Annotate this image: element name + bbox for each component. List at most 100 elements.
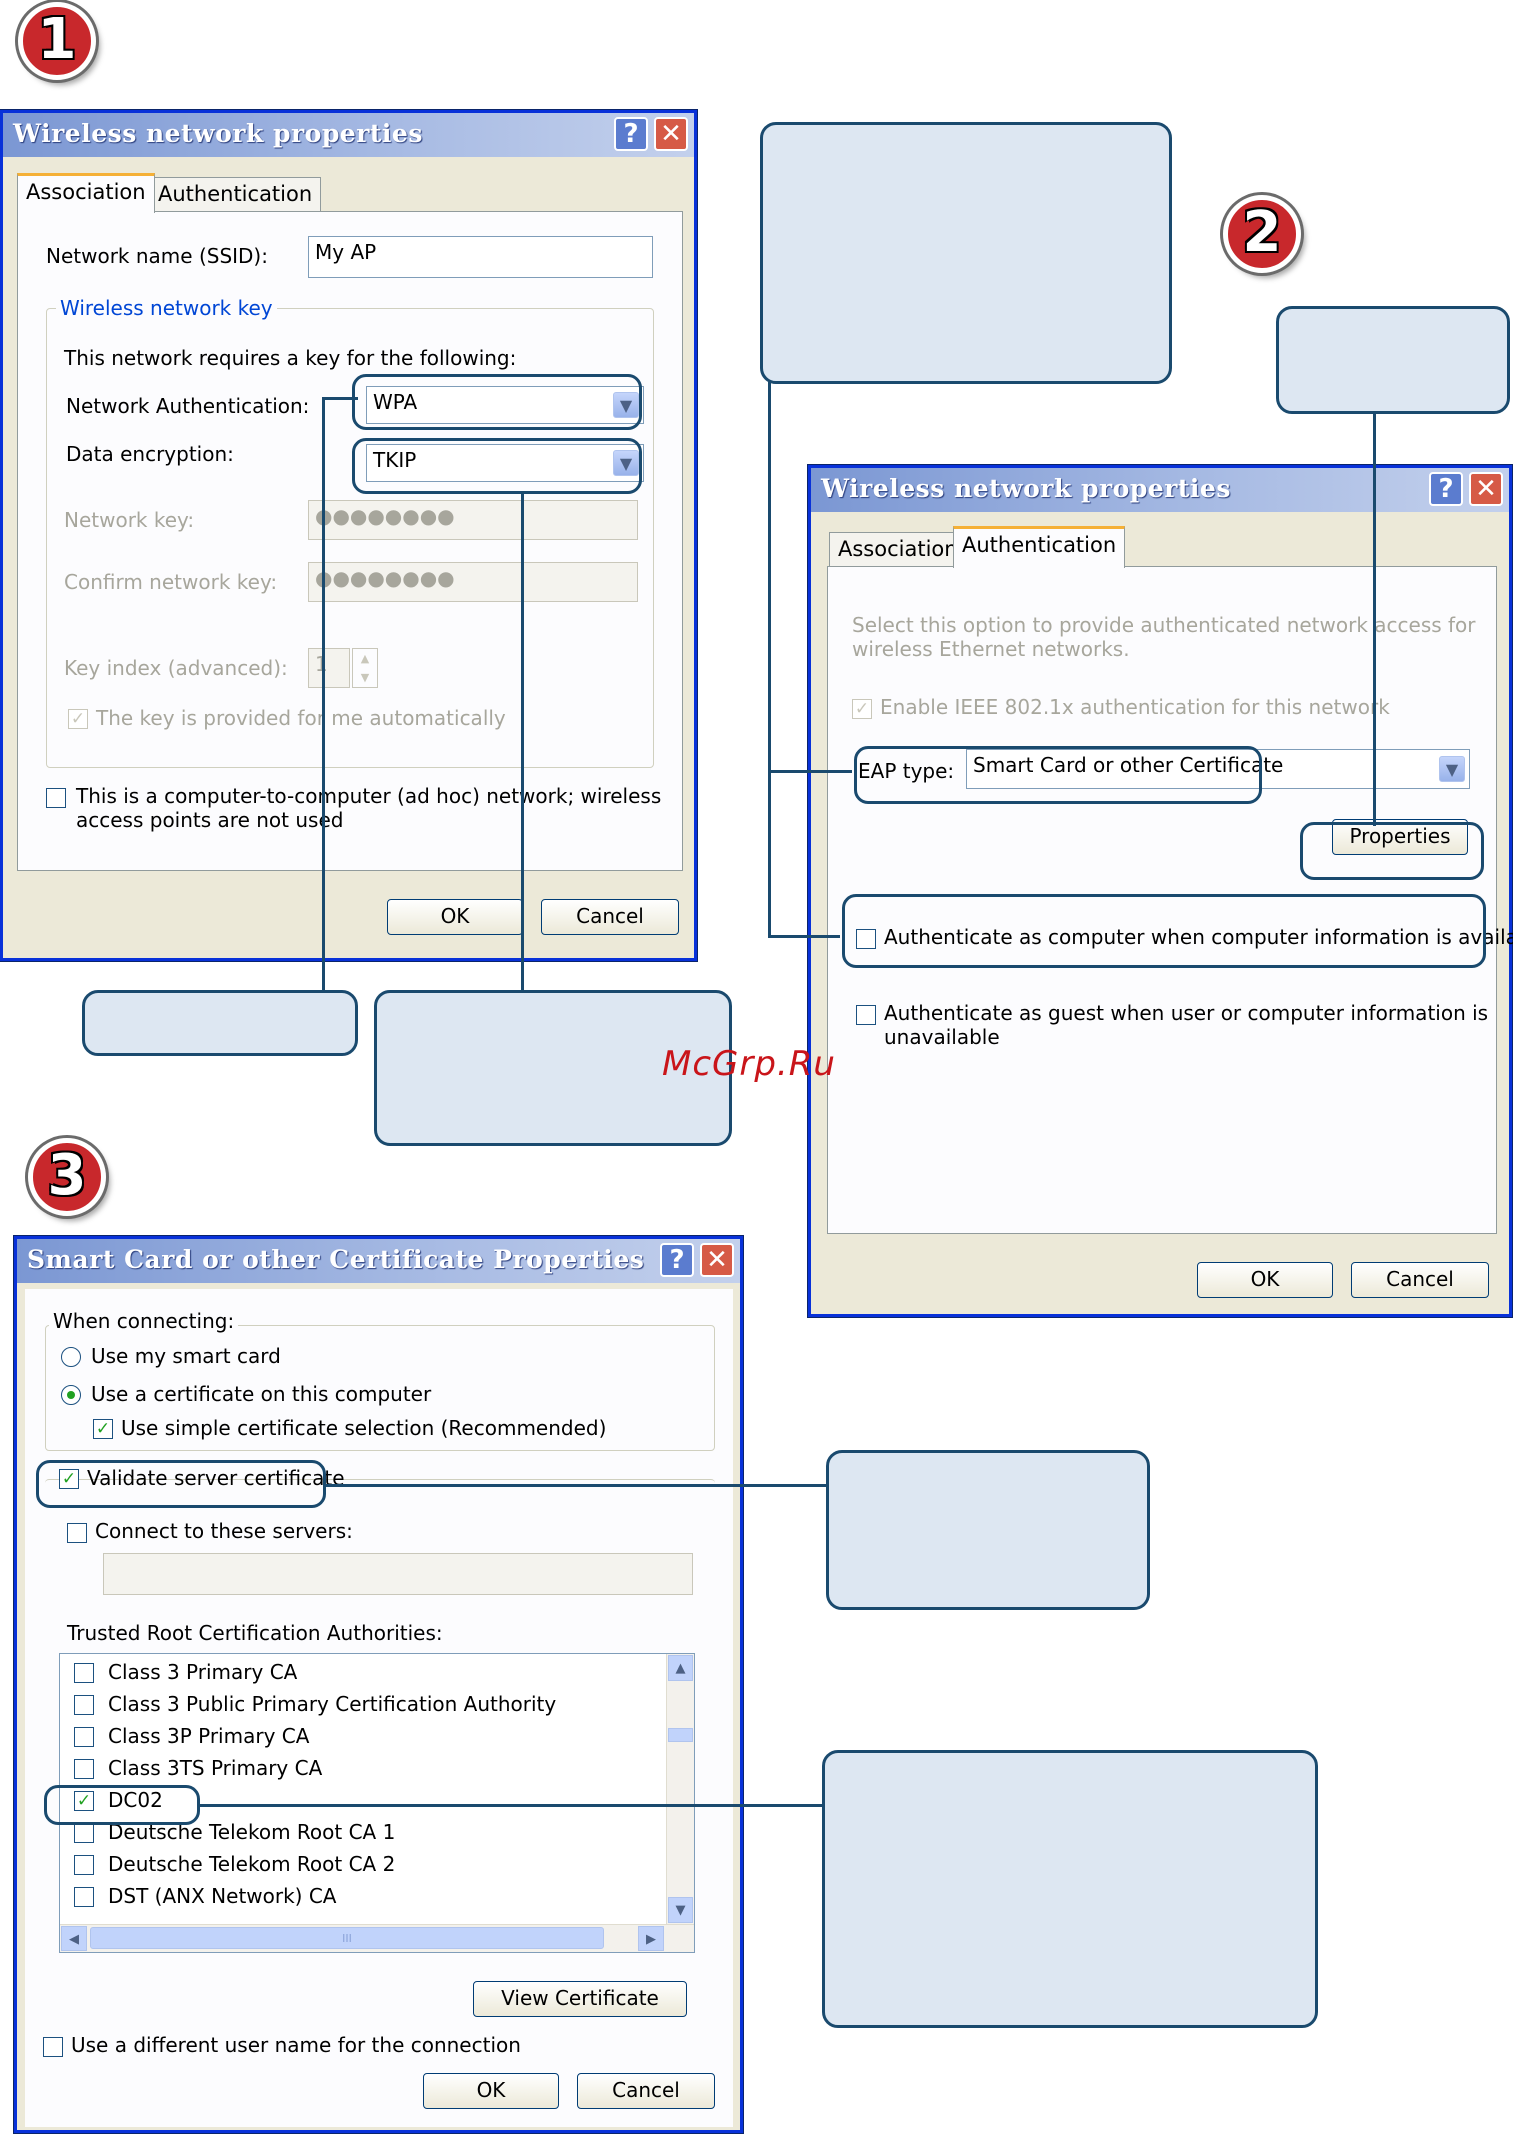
ca-item-checkbox[interactable] bbox=[74, 1855, 94, 1875]
highlight-validate-server bbox=[36, 1460, 326, 1508]
validate-server-checkbox[interactable]: ✓ bbox=[59, 1469, 79, 1489]
chevron-down-icon[interactable]: ▼ bbox=[1439, 756, 1465, 782]
step-3-badge: 3 bbox=[28, 1138, 106, 1216]
ca-list-item[interactable]: ✓DC02 bbox=[60, 1786, 650, 1816]
key-index-input[interactable]: 1 bbox=[308, 648, 350, 688]
ca-list-item[interactable]: Class 3 Public Primary Certification Aut… bbox=[60, 1690, 650, 1720]
network-key-input[interactable]: ●●●●●●●● bbox=[308, 500, 638, 540]
connector-line-auth bbox=[322, 397, 358, 400]
ca-list-item[interactable]: Class 3TS Primary CA bbox=[60, 1754, 650, 1784]
auth-as-guest-label-line1: Authenticate as guest when user or compu… bbox=[884, 1001, 1489, 1025]
properties-button[interactable]: Properties bbox=[1332, 819, 1468, 855]
eap-type-select[interactable]: Smart Card or other Certificate ▼ bbox=[966, 749, 1470, 789]
watermark: McGrp.Ru bbox=[662, 1044, 836, 1084]
callout-box-properties bbox=[1276, 306, 1510, 414]
close-button[interactable]: ✕ bbox=[654, 117, 688, 151]
ieee-8021x-checkbox[interactable]: ✓ bbox=[852, 699, 872, 719]
cancel-button[interactable]: Cancel bbox=[1351, 1262, 1489, 1298]
eap-type-label: EAP type: bbox=[858, 759, 955, 783]
ca-item-checkbox[interactable] bbox=[74, 1663, 94, 1683]
callout-box-encryption bbox=[374, 990, 732, 1146]
horizontal-scroll-thumb[interactable]: III bbox=[90, 1927, 604, 1949]
simple-selection-checkbox[interactable]: ✓ bbox=[93, 1419, 113, 1439]
tab-authentication[interactable]: Authentication bbox=[149, 177, 322, 213]
help-button[interactable]: ? bbox=[1429, 472, 1463, 506]
trusted-root-label: Trusted Root Certification Authorities: bbox=[67, 1621, 443, 1645]
scroll-thumb[interactable] bbox=[668, 1728, 693, 1742]
ok-button[interactable]: OK bbox=[423, 2073, 559, 2109]
ca-list-item[interactable]: Class 3P Primary CA bbox=[60, 1722, 650, 1752]
confirm-key-input[interactable]: ●●●●●●●● bbox=[308, 562, 638, 602]
network-auth-select[interactable]: WPA ▼ bbox=[366, 386, 644, 424]
network-key-label: Network key: bbox=[64, 508, 195, 532]
chevron-down-icon[interactable]: ▼ bbox=[613, 450, 639, 476]
ca-item-checkbox[interactable] bbox=[74, 1759, 94, 1779]
tab-authentication[interactable]: Authentication bbox=[953, 526, 1126, 568]
spinner-icon[interactable]: ▲▼ bbox=[352, 648, 378, 688]
cancel-button[interactable]: Cancel bbox=[541, 899, 679, 935]
ca-item-label: DST (ANX Network) CA bbox=[108, 1884, 337, 1908]
highlight-properties-button bbox=[1300, 822, 1484, 880]
connect-servers-checkbox[interactable] bbox=[67, 1523, 87, 1543]
auth-description-line1: Select this option to provide authentica… bbox=[852, 613, 1476, 637]
data-encryption-select[interactable]: TKIP ▼ bbox=[366, 444, 644, 482]
chevron-down-icon[interactable]: ▼ bbox=[613, 392, 639, 418]
connector-line-eap bbox=[768, 382, 771, 937]
connector-line-eap bbox=[768, 770, 852, 773]
ca-item-checkbox[interactable] bbox=[74, 1727, 94, 1747]
ca-list-item[interactable]: DST (ANX Network) CA bbox=[60, 1882, 650, 1912]
scroll-left-icon[interactable]: ◀ bbox=[61, 1926, 87, 1951]
view-certificate-button[interactable]: View Certificate bbox=[473, 1981, 687, 2017]
connector-line-dc02 bbox=[200, 1804, 824, 1807]
ca-item-label: Class 3 Public Primary Certification Aut… bbox=[108, 1692, 557, 1716]
help-button[interactable]: ? bbox=[660, 1243, 694, 1277]
scroll-up-icon[interactable]: ▲ bbox=[668, 1655, 693, 1681]
association-panel: Network name (SSID): My AP Wireless netw… bbox=[17, 211, 683, 871]
horizontal-scrollbar[interactable]: ◀ III ▶ bbox=[60, 1924, 694, 1952]
ca-item-checkbox[interactable] bbox=[74, 1695, 94, 1715]
callout-box-auth bbox=[82, 990, 358, 1056]
ok-button[interactable]: OK bbox=[387, 899, 523, 935]
ca-list-item[interactable]: Deutsche Telekom Root CA 2 bbox=[60, 1850, 650, 1880]
adhoc-checkbox[interactable] bbox=[46, 788, 66, 808]
help-button[interactable]: ? bbox=[614, 117, 648, 151]
ca-list-item[interactable]: Class 3 Primary CA bbox=[60, 1658, 650, 1688]
connector-line-validate bbox=[326, 1484, 828, 1487]
ca-item-checkbox[interactable] bbox=[74, 1887, 94, 1907]
auth-as-guest-checkbox[interactable] bbox=[856, 1005, 876, 1025]
ok-button[interactable]: OK bbox=[1197, 1262, 1333, 1298]
key-index-label: Key index (advanced): bbox=[64, 656, 288, 680]
scroll-down-icon[interactable]: ▼ bbox=[668, 1897, 693, 1923]
simple-selection-label: Use simple certificate selection (Recomm… bbox=[121, 1416, 607, 1440]
servers-input[interactable] bbox=[103, 1553, 693, 1595]
use-smart-card-label: Use my smart card bbox=[91, 1344, 281, 1368]
eap-type-value: Smart Card or other Certificate bbox=[973, 753, 1284, 777]
auth-as-computer-checkbox[interactable] bbox=[856, 929, 876, 949]
use-certificate-radio[interactable] bbox=[61, 1385, 81, 1405]
ssid-input[interactable]: My AP bbox=[308, 236, 653, 278]
close-button[interactable]: ✕ bbox=[700, 1243, 734, 1277]
data-encryption-value: TKIP bbox=[373, 448, 417, 472]
auto-key-checkbox[interactable]: ✓ bbox=[68, 709, 88, 729]
highlight-dc02 bbox=[44, 1785, 200, 1825]
callout-box-validate bbox=[826, 1450, 1150, 1610]
title-bar: Wireless network properties ? ✕ bbox=[811, 468, 1509, 512]
ca-list[interactable]: Class 3 Primary CA Class 3 Public Primary… bbox=[59, 1653, 695, 1953]
auth-as-guest-label-line2: unavailable bbox=[884, 1025, 1000, 1049]
close-button[interactable]: ✕ bbox=[1469, 472, 1503, 506]
tab-association[interactable]: Association bbox=[17, 173, 155, 213]
connector-line-properties bbox=[1373, 412, 1376, 826]
different-user-label: Use a different user name for the connec… bbox=[71, 2033, 521, 2057]
ca-item-label: Class 3P Primary CA bbox=[108, 1724, 310, 1748]
scroll-right-icon[interactable]: ▶ bbox=[638, 1926, 664, 1951]
vertical-scrollbar[interactable]: ▲ ▼ bbox=[666, 1654, 694, 1924]
use-smart-card-radio[interactable] bbox=[61, 1347, 81, 1367]
ca-item-checkbox[interactable] bbox=[74, 1823, 94, 1843]
ca-item-checkbox[interactable]: ✓ bbox=[74, 1791, 94, 1811]
auto-key-label: The key is provided for me automatically bbox=[96, 706, 506, 730]
highlight-encryption-select bbox=[352, 438, 642, 494]
cancel-button[interactable]: Cancel bbox=[577, 2073, 715, 2109]
tab-association[interactable]: Association bbox=[829, 532, 967, 568]
dialog-title: Smart Card or other Certificate Properti… bbox=[27, 1245, 645, 1274]
different-user-checkbox[interactable] bbox=[43, 2037, 63, 2057]
